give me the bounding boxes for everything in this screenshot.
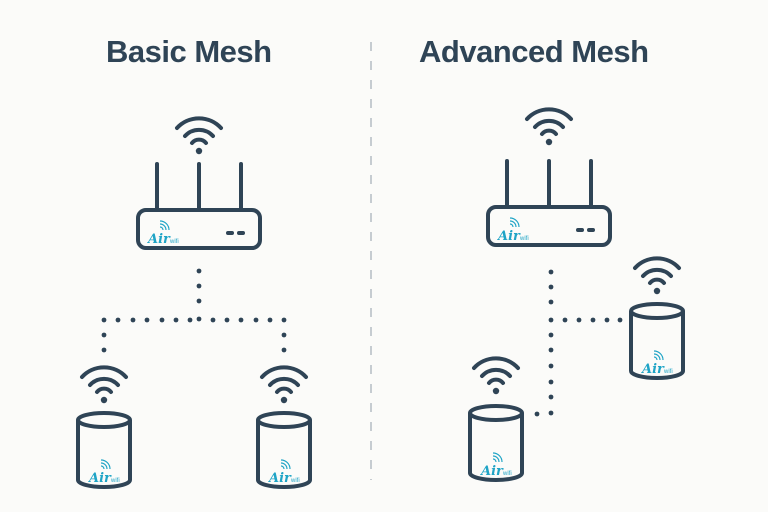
advanced-satellite-left-wifi-icon (472, 356, 520, 397)
advanced-connection-lines (534, 269, 623, 417)
advanced-router: Air wifi (486, 159, 612, 247)
advanced-satellite-left: Air wifi (468, 404, 524, 482)
advanced-router-wifi-icon (525, 107, 573, 148)
basic-satellite-left: Air wifi (76, 411, 132, 489)
logo-sub: wifi (502, 471, 512, 477)
logo-sub: wifi (290, 478, 300, 484)
basic-satellite-right-wifi-icon (260, 365, 308, 406)
logo-sub: wifi (110, 478, 120, 484)
title-advanced-mesh: Advanced Mesh (419, 34, 649, 69)
advanced-satellite-right-wifi-icon (633, 256, 681, 297)
basic-satellite-left-wifi-icon (80, 365, 128, 406)
advanced-satellite-right: Air wifi (629, 302, 685, 380)
logo-main: Air (87, 471, 112, 486)
basic-router: Air wifi (136, 162, 262, 250)
basic-router-wifi-icon (175, 116, 223, 157)
logo-main: Air (267, 471, 292, 486)
logo-main: Air (146, 232, 171, 247)
logo-sub: wifi (519, 236, 529, 242)
title-basic-mesh: Basic Mesh (106, 34, 272, 69)
logo-main: Air (479, 464, 504, 479)
air-wifi-logo: Air wifi (146, 220, 179, 247)
logo-main: Air (640, 362, 665, 377)
logo-main: Air (496, 229, 521, 244)
logo-sub: wifi (663, 369, 673, 375)
basic-satellite-right: Air wifi (256, 411, 312, 489)
logo-sub: wifi (169, 239, 179, 245)
basic-connection-lines (101, 268, 287, 353)
